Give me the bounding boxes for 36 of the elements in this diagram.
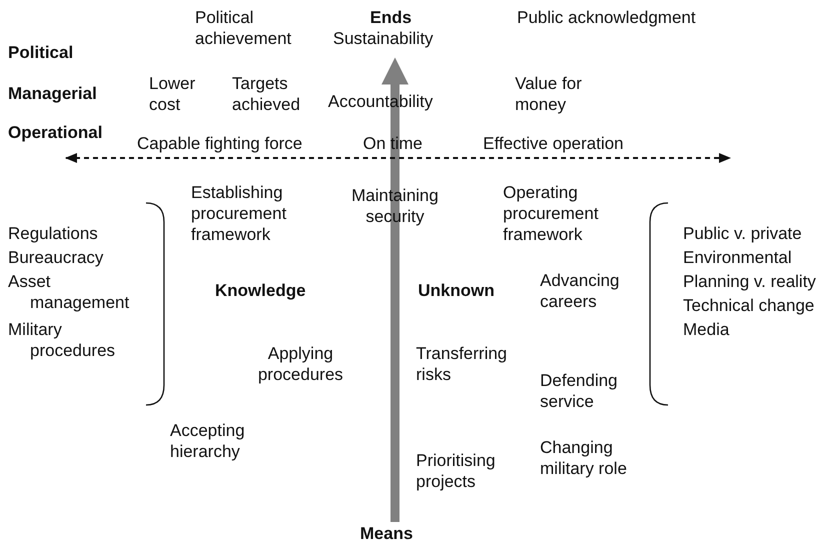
axis-heading: Political — [8, 42, 74, 63]
axis-heading: Managerial — [8, 83, 98, 104]
label-text: Sustainability — [333, 28, 434, 49]
axis-heading: Unknown — [418, 280, 496, 301]
label-text: Regulations — [8, 223, 99, 244]
label-text: Asset management — [8, 271, 130, 313]
axis-heading: Knowledge — [215, 280, 307, 301]
axis-heading: Means — [360, 523, 414, 544]
label-text: Public acknowledgment — [517, 7, 697, 28]
label-text: Defending service — [540, 370, 619, 412]
label-text: Public v. private — [683, 223, 803, 244]
label-text: Capable fighting force — [137, 133, 304, 154]
label-text: Political achievement — [195, 7, 292, 49]
label-text: Applying procedures — [256, 343, 344, 385]
label-text: On time — [363, 133, 424, 154]
label-text: Establishing procurement framework — [191, 182, 288, 245]
label-text: Accountability — [328, 91, 434, 112]
label-text: Maintaining security — [350, 185, 440, 227]
axis-heading: Operational — [8, 122, 104, 143]
label-text: Prioritising projects — [416, 450, 496, 492]
label-text: Media — [683, 319, 730, 340]
label-text: Lower cost — [149, 73, 196, 115]
label-text: Transferring risks — [416, 343, 508, 385]
label-text: Value for money — [515, 73, 583, 115]
label-text: Bureaucracy — [8, 247, 104, 268]
label-text: Military procedures — [8, 319, 116, 361]
label-text: Changing military role — [540, 437, 628, 479]
label-text: Environmental — [683, 247, 793, 268]
label-text: Targets achieved — [232, 73, 302, 115]
axis-heading: Ends — [370, 7, 413, 28]
label-text: Accepting hierarchy — [170, 420, 246, 462]
label-text: Advancing careers — [540, 270, 620, 312]
label-text: Technical change — [683, 295, 816, 316]
label-text: Operating procurement framework — [503, 182, 600, 245]
label-text: Effective operation — [483, 133, 624, 154]
label-text: Planning v. reality — [683, 271, 817, 292]
